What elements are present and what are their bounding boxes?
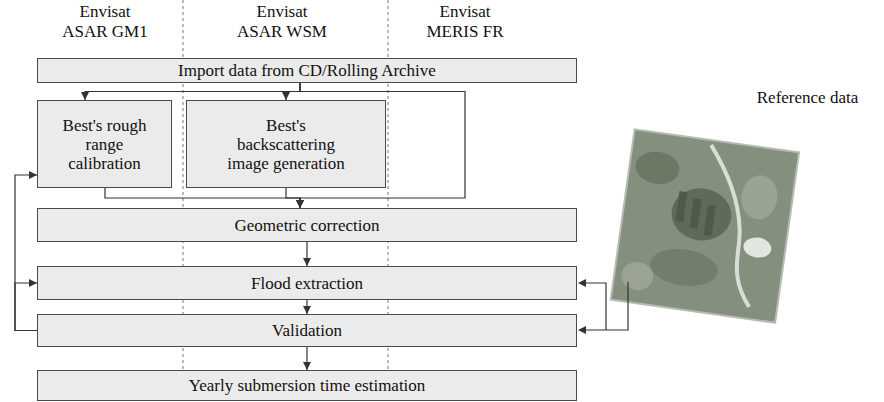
column-header: Envisat ASAR WSM bbox=[237, 2, 327, 42]
process-box: Yearly submersion time estimation bbox=[37, 370, 577, 401]
connector-line bbox=[15, 175, 37, 331]
box-text: Best's rough range calibration bbox=[49, 116, 161, 173]
box-text: Geometric correction bbox=[235, 216, 380, 235]
arrowhead bbox=[29, 279, 37, 287]
box-text: Import data from CD/Rolling Archive bbox=[178, 61, 436, 80]
column-header: Envisat MERIS FR bbox=[420, 2, 510, 42]
arrowhead bbox=[296, 200, 304, 208]
column-header: Envisat ASAR GM1 bbox=[60, 2, 150, 42]
flow-connector bbox=[286, 188, 304, 208]
flow-connector bbox=[303, 242, 311, 266]
connector-line bbox=[85, 83, 300, 100]
process-box: Best's rough range calibration bbox=[37, 100, 172, 188]
flow-connector bbox=[81, 83, 300, 100]
reference-arrowhead bbox=[578, 326, 586, 334]
process-box: Import data from CD/Rolling Archive bbox=[37, 58, 577, 83]
reference-arrowhead bbox=[578, 279, 586, 287]
connector-line bbox=[15, 283, 37, 331]
flow-connector bbox=[15, 171, 37, 331]
connector-line bbox=[286, 83, 300, 100]
flow-connector bbox=[105, 188, 304, 208]
box-text: Flood extraction bbox=[251, 274, 363, 293]
arrowhead bbox=[296, 200, 304, 208]
connector-line bbox=[286, 188, 300, 208]
process-box: Validation bbox=[37, 314, 577, 347]
reference-leader bbox=[586, 282, 628, 330]
box-text: Yearly submersion time estimation bbox=[189, 376, 426, 395]
box-text: Best's backscattering image generation bbox=[220, 116, 352, 173]
process-box: Flood extraction bbox=[37, 266, 577, 300]
arrowhead bbox=[303, 258, 311, 266]
flow-connector bbox=[15, 279, 37, 331]
arrowhead bbox=[303, 362, 311, 370]
flow-connector bbox=[282, 83, 300, 100]
process-box: Best's backscattering image generation bbox=[186, 100, 386, 188]
arrowhead bbox=[303, 306, 311, 314]
box-text: Validation bbox=[272, 321, 342, 340]
process-box: Geometric correction bbox=[37, 208, 577, 242]
flow-connector bbox=[303, 347, 311, 370]
reference-image bbox=[611, 129, 799, 322]
flow-connector bbox=[303, 300, 311, 314]
arrowhead bbox=[296, 200, 304, 208]
arrowhead bbox=[282, 92, 290, 100]
arrowhead bbox=[29, 171, 37, 179]
arrowhead bbox=[81, 92, 89, 100]
connector-line bbox=[105, 188, 300, 208]
image-caption: Reference data bbox=[735, 88, 880, 108]
